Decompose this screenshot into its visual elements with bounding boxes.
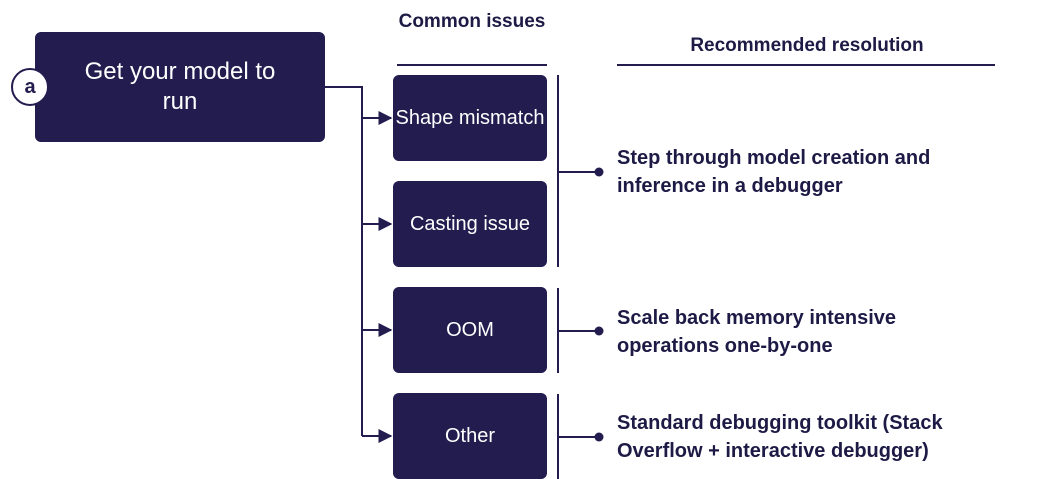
issue-box-oom: OOM	[393, 287, 547, 373]
issue-box-casting-issue: Casting issue	[393, 181, 547, 267]
issue-box-other: Other	[393, 393, 547, 479]
resolution-scale-back-memory: Scale back memory intensive operations o…	[617, 307, 897, 357]
issues-header-rule	[397, 64, 547, 66]
resolution-debugging-toolkit: Standard debugging toolkit (Stack Overfl…	[617, 412, 943, 462]
resolution-debugger: Step through model creation and inferenc…	[617, 147, 931, 197]
header-common-issues: Common issues	[398, 11, 546, 32]
issue-box-shape-mismatch: Shape mismatch	[393, 75, 547, 161]
step-badge: a	[11, 68, 49, 106]
main-step-box: Get your model to run	[35, 32, 325, 142]
header-recommended-resolution: Recommended resolution	[690, 35, 924, 56]
resolution-header-rule	[617, 64, 995, 66]
